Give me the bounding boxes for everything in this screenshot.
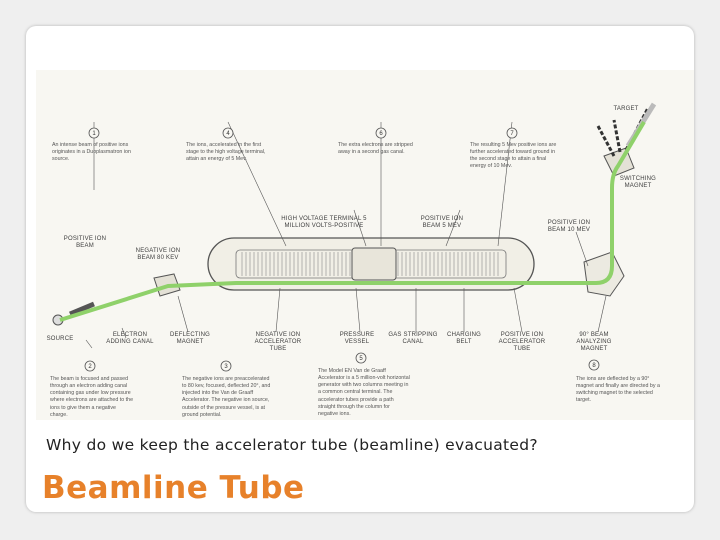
electron-adding-canal bbox=[69, 301, 95, 317]
label-electron-adding-canal: ELECTRON ADDING CANAL bbox=[106, 332, 154, 345]
label-positive-ion-5: POSITIVE ION BEAM 5 Mev bbox=[420, 216, 464, 229]
label-hv-terminal: HIGH VOLTAGE TERMINAL 5 MILLION VOLTS-PO… bbox=[281, 216, 367, 229]
label-gas-stripping-canal: GAS STRIPPING CANAL bbox=[388, 332, 438, 345]
high-voltage-terminal bbox=[351, 247, 397, 281]
ion-beam-path bbox=[59, 120, 646, 322]
left-accelerator-column bbox=[241, 252, 351, 276]
label-pressure-vessel: PRESSURE VESSEL bbox=[339, 332, 375, 345]
step-number: 8 bbox=[592, 363, 596, 369]
label-analyzing-magnet: 90° BEAM ANALYZING MAGNET bbox=[576, 332, 612, 352]
note-step-6: The extra electrons are stripped away in… bbox=[338, 142, 413, 156]
slide: 1 4 6 7 2 3 5 8 TARGET SWITCHING MAGNET … bbox=[26, 26, 694, 512]
step-number: 7 bbox=[510, 131, 514, 137]
leader-lines bbox=[85, 121, 607, 349]
label-charging-belt: CHARGING BELT bbox=[447, 332, 481, 345]
step-number: 6 bbox=[379, 131, 383, 137]
diagram-artwork: 1 4 6 7 2 3 5 8 bbox=[52, 102, 657, 372]
step-number: 3 bbox=[224, 364, 228, 370]
note-step-4: The ions, accelerated in the first stage… bbox=[186, 142, 266, 163]
step-number: 2 bbox=[88, 364, 92, 370]
label-switching-magnet: SWITCHING MAGNET bbox=[619, 176, 657, 189]
label-negative-ion-beam: NEGATIVE ION BEAM 80 Kev bbox=[135, 248, 181, 261]
label-positive-ion-beam: POSITIVE ION BEAM bbox=[63, 236, 107, 249]
label-deflecting-magnet: DEFLECTING MAGNET bbox=[169, 332, 210, 345]
note-step-3: The negative ions are preaccelerated to … bbox=[182, 376, 271, 418]
label-source: SOURCE bbox=[46, 336, 74, 342]
note-step-1: An intense beam of positive ions origina… bbox=[52, 142, 131, 163]
question-text: Why do we keep the accelerator tube (bea… bbox=[46, 436, 538, 454]
label-neg-accel-tube: NEGATIVE ION ACCELERATOR TUBE bbox=[254, 332, 302, 352]
label-positive-ion-10: POSITIVE ION BEAM 10 Mev bbox=[547, 220, 591, 233]
accelerator-diagram: 1 4 6 7 2 3 5 8 TARGET SWITCHING MAGNET … bbox=[36, 70, 694, 420]
label-pos-accel-tube: POSITIVE ION ACCELERATOR TUBE bbox=[498, 332, 546, 352]
label-target: TARGET bbox=[613, 106, 639, 112]
note-step-2: The beam is focused and passed through a… bbox=[50, 376, 134, 418]
note-step-5: The Model EN Van de Graaff Accelerator i… bbox=[318, 368, 410, 417]
slide-title: Beamline Tube bbox=[42, 470, 305, 506]
step-number: 4 bbox=[226, 131, 230, 137]
analyzing-magnet bbox=[583, 251, 625, 297]
step-number: 5 bbox=[359, 356, 363, 362]
right-accelerator-column bbox=[397, 252, 499, 276]
note-step-7: The resulting 5 Mev positive ions are fu… bbox=[470, 142, 557, 170]
step-markers bbox=[84, 127, 600, 372]
step-number: 1 bbox=[92, 131, 96, 137]
note-step-8: The ions are deflected by a 90° magnet a… bbox=[576, 376, 660, 404]
